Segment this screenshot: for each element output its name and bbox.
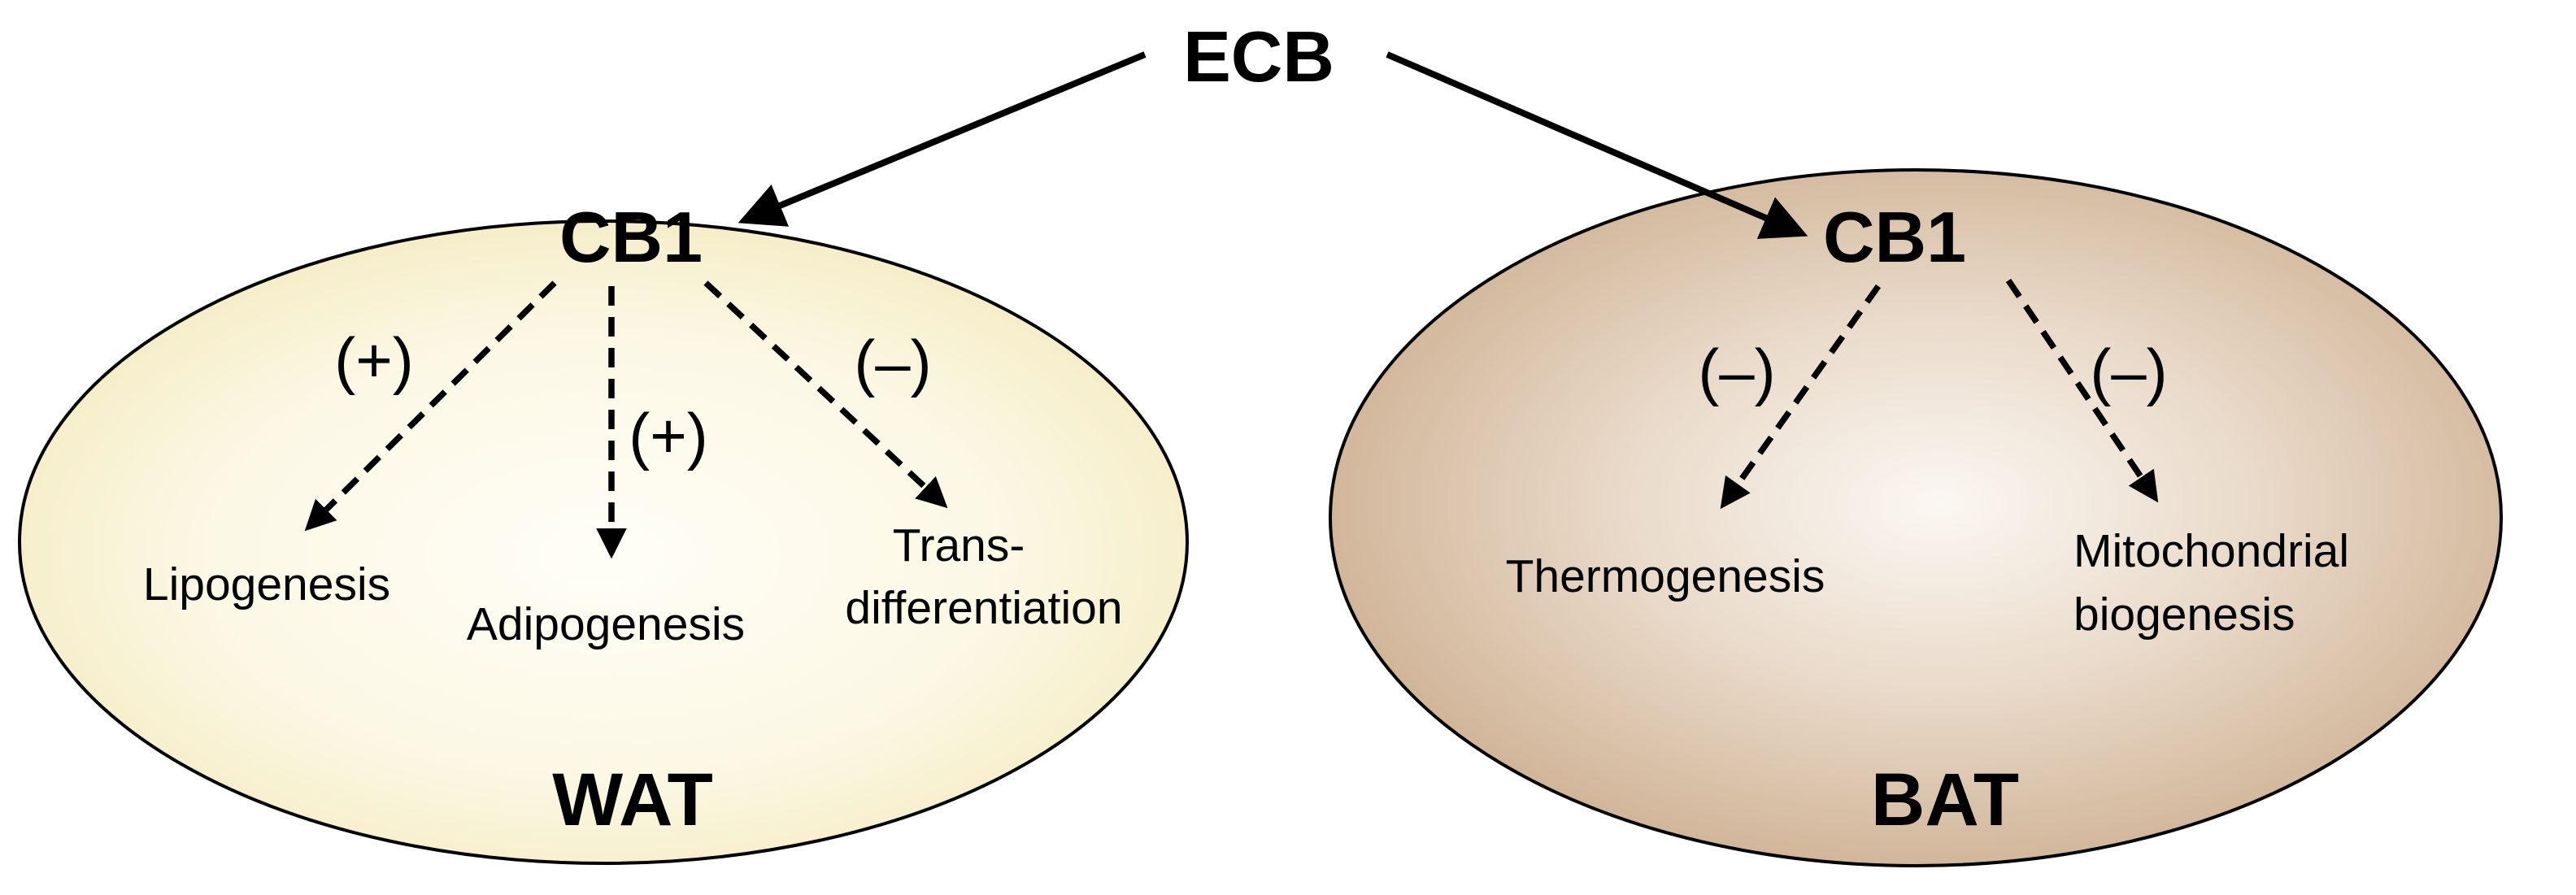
ecb-to-bat-cb1-arrow (1386, 51, 1808, 239)
lipogenesis-label: Lipogenesis (143, 558, 390, 610)
bat-tissue-label: BAT (1871, 758, 2019, 841)
mitochondrial-biogenesis-label: Mitochondrial biogenesis (2073, 525, 2362, 641)
adipogenesis-label: Adipogenesis (467, 598, 745, 650)
transdifferentiation-line-1: Trans- (893, 519, 1025, 571)
wat-lipogenesis-sign: (+) (334, 324, 414, 396)
bat-ellipse (1329, 168, 2503, 867)
bat-cb1-label: CB1 (1823, 197, 1966, 277)
ecb-to-wat-cb1-arrow (738, 51, 1147, 227)
wat-lipogenesis-arrow (304, 280, 557, 532)
wat-cb1-label: CB1 (559, 197, 703, 277)
transdifferentiation-label: Trans- differentiation (845, 519, 1122, 634)
mitochondrial-line-2: biogenesis (2073, 589, 2295, 641)
wat-tissue-label: WAT (552, 758, 713, 841)
thermogenesis-label: Thermogenesis (1506, 550, 1825, 602)
bat-mitochondrial-arrow (2005, 278, 2159, 503)
mitochondrial-line-1: Mitochondrial (2073, 525, 2349, 577)
transdifferentiation-line-2: differentiation (845, 582, 1122, 634)
bat-thermogenesis-sign: (–) (1698, 336, 1775, 407)
wat-transdifferentiation-sign: (–) (854, 327, 931, 398)
wat-adipogenesis-sign: (+) (629, 400, 708, 471)
wat-transdifferentiation-arrow (703, 280, 948, 509)
bat-thermogenesis-arrow (1720, 284, 1882, 510)
ecb-label: ECB (1183, 16, 1334, 97)
bat-mitochondrial-sign: (–) (2090, 336, 2167, 407)
